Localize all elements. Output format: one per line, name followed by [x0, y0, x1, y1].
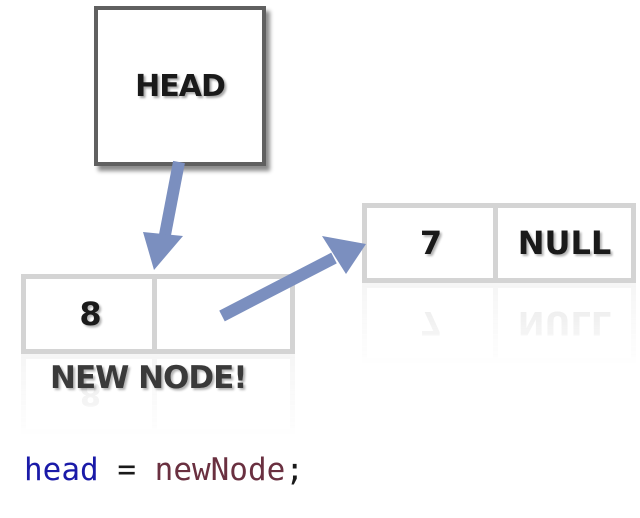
code-variable: head	[24, 452, 99, 488]
existing-node-reflection: 7 NULL	[362, 283, 636, 373]
existing-node-data-cell: 7	[362, 203, 500, 283]
existing-node-data-value: 7	[419, 224, 443, 262]
new-node-data-cell: 8	[21, 274, 160, 354]
code-value: newNode	[154, 452, 286, 488]
next-arrow-head	[322, 236, 366, 274]
existing-node-next-value: NULL	[517, 224, 612, 262]
existing-node-next-reflection-text: NULL	[517, 304, 612, 342]
existing-node-next-cell: NULL	[493, 203, 636, 283]
code-statement: head = newNode;	[24, 452, 304, 488]
head-arrow-shaft	[158, 160, 185, 242]
existing-node-data-reflection-text: 7	[419, 304, 443, 342]
head-pointer-box: HEAD	[94, 6, 266, 166]
existing-node-data-reflection: 7	[362, 283, 500, 363]
head-to-new-node-arrow	[143, 160, 185, 270]
head-arrow-head	[143, 232, 183, 270]
new-node-next-cell	[152, 274, 295, 354]
new-node-data-value: 8	[79, 295, 102, 333]
new-node-label: NEW NODE!	[50, 360, 247, 396]
code-operator: =	[98, 452, 155, 488]
code-terminator: ;	[285, 452, 304, 488]
head-label: HEAD	[135, 68, 226, 104]
existing-node-next-reflection: NULL	[493, 283, 636, 363]
